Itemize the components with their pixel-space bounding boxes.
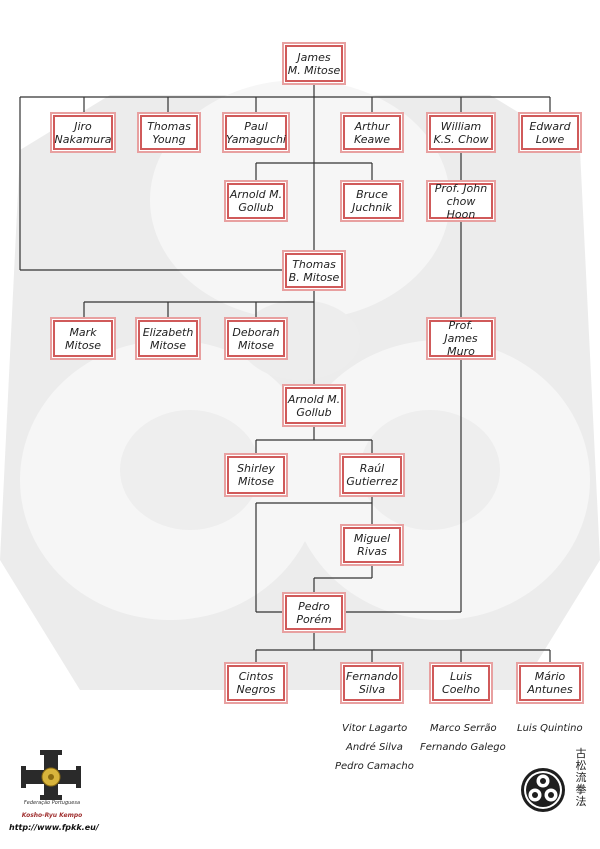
- student-luis-quintino: Luis Quintino: [517, 723, 583, 734]
- node-paul-yamaguchi: Paul Yamaguchi: [224, 114, 288, 151]
- student-vitor-lagarto: Vitor Lagarto: [342, 723, 408, 734]
- node-raul-gutierrez: Raúl Gutierrez: [341, 455, 403, 495]
- node-miguel-rivas: Miguel Rivas: [342, 526, 402, 564]
- node-william-chow: William K.S. Chow: [428, 114, 494, 151]
- node-fernando-silva: Fernando Silva: [342, 664, 402, 702]
- node-shirley-mitose: Shirley Mitose: [226, 455, 286, 495]
- node-john-chow-hoon: Prof. John chow Hoon: [428, 182, 494, 221]
- node-luis-coelho: Luis Coelho: [431, 664, 491, 702]
- node-elizabeth-mitose: Elizabeth Mitose: [137, 319, 199, 358]
- federation-name: Federação Portuguesa: [23, 800, 81, 806]
- node-thomas-mitose: Thomas B. Mitose: [284, 252, 344, 289]
- node-arnold-gollub-2: Arnold M. Gollub: [284, 386, 344, 425]
- node-arthur-keawe: Arthur Keawe: [342, 114, 402, 151]
- node-mario-antunes: Mário Antunes: [518, 664, 582, 702]
- website-url[interactable]: http://www.fpkk.eu/: [9, 823, 99, 832]
- node-deborah-mitose: Deborah Mitose: [226, 319, 286, 358]
- node-thomas-young: Thomas Young: [139, 114, 199, 151]
- node-jiro-nakamura: Jiro Nakamura: [52, 114, 114, 151]
- node-mark-mitose: Mark Mitose: [52, 319, 114, 358]
- student-andre-silva: André Silva: [346, 742, 403, 753]
- kanji-vertical-text: 古 松 流 拳 法: [575, 747, 587, 808]
- node-james-muro: Prof. James Muro: [428, 319, 494, 358]
- node-pedro-porem: Pedro Porém: [284, 594, 344, 631]
- student-marco-serrao: Marco Serrão: [430, 723, 497, 734]
- node-bruce-juchnik: Bruce Juchnik: [342, 182, 402, 220]
- family-crest-icon: [521, 768, 565, 812]
- node-edward-lowe: Edward Lowe: [520, 114, 580, 151]
- federation-brand: Kosho-Ryu Kempo: [21, 812, 83, 819]
- node-arnold-gollub: Arnold M. Gollub: [226, 182, 286, 220]
- student-fernando-galego: Fernando Galego: [420, 742, 506, 753]
- node-james-mitose: James M. Mitose: [284, 44, 344, 83]
- federation-cross-logo: [21, 750, 81, 800]
- student-pedro-camacho: Pedro Camacho: [335, 761, 414, 772]
- node-cintos-negros: Cintos Negros: [226, 664, 286, 702]
